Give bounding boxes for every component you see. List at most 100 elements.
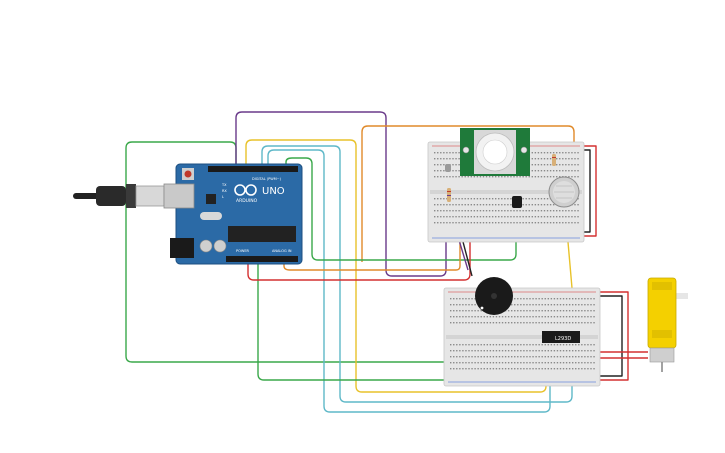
- breadboard-hole: [568, 356, 571, 358]
- breadboard-hole: [456, 344, 458, 346]
- breadboard-hole: [568, 344, 571, 346]
- breadboard-hole: [440, 198, 442, 200]
- breadboard-hole: [476, 216, 479, 218]
- resistor-1[interactable]: [447, 188, 451, 202]
- breadboard-hole: [465, 362, 467, 364]
- wire-black-bb-top[interactable]: [584, 149, 591, 233]
- wire-red-bb-top[interactable]: [584, 145, 597, 237]
- breadboard-hole: [492, 362, 495, 364]
- breadboard-hole: [456, 316, 458, 318]
- breadboard-hole: [495, 362, 498, 364]
- usb-cable: [73, 184, 165, 208]
- breadboard-hole: [553, 344, 556, 346]
- breadboard-hole: [523, 362, 525, 364]
- breadboard-hole: [507, 198, 509, 200]
- breadboard-hole: [571, 222, 573, 224]
- resistor-2[interactable]: [552, 154, 556, 166]
- breadboard-hole: [568, 176, 570, 178]
- wire-orange[interactable]: [361, 125, 575, 262]
- breadboard-hole: [446, 152, 448, 154]
- arduino-uno-board[interactable]: UNO ARDUINO DIGITAL (PWM~) TX RX L POWER…: [163, 163, 303, 265]
- breadboard-hole: [476, 210, 479, 212]
- breadboard-hole: [522, 204, 524, 206]
- breadboard-hole: [520, 322, 522, 324]
- breadboard-hole: [514, 322, 516, 324]
- breadboard-hole: [514, 356, 516, 358]
- power-analog-header[interactable]: [226, 256, 298, 262]
- motor-driver-chip[interactable]: L293D: [542, 331, 580, 343]
- breadboard-hole: [556, 222, 558, 224]
- breadboard-hole: [486, 344, 488, 346]
- breadboard-hole: [522, 210, 524, 212]
- breadboard-hole: [547, 350, 549, 352]
- breadboard-hole: [587, 368, 589, 370]
- breadboard-bottom[interactable]: [443, 287, 601, 387]
- breadboard-hole: [526, 298, 528, 300]
- breadboard-hole: [501, 176, 503, 178]
- breadboard-hole: [501, 222, 503, 224]
- gas-sensor[interactable]: [548, 176, 580, 208]
- wire-cyan-2[interactable]: [267, 149, 551, 413]
- breadboard-hole: [593, 344, 595, 346]
- wire-yellow[interactable]: [245, 139, 547, 393]
- breadboard-hole: [590, 350, 592, 352]
- breadboard-hole: [476, 176, 479, 178]
- breadboard-hole: [507, 216, 509, 218]
- breadboard-hole: [461, 204, 463, 206]
- transistor[interactable]: [512, 196, 522, 208]
- wire-purple-top[interactable]: [235, 111, 447, 277]
- breadboard-hole: [556, 164, 558, 166]
- breadboard-hole: [501, 344, 504, 346]
- wire-yellow-2[interactable]: [567, 241, 573, 289]
- breadboard-hole: [471, 344, 473, 346]
- breadboard-hole: [549, 170, 552, 172]
- breadboard-hole: [562, 216, 564, 218]
- breadboard-hole: [538, 356, 540, 358]
- breadboard-hole: [547, 344, 549, 346]
- piezo-buzzer[interactable]: [475, 277, 513, 315]
- dc-motor[interactable]: [647, 277, 688, 372]
- wire-black-motor[interactable]: [598, 295, 623, 377]
- breadboard-hole: [437, 216, 439, 218]
- breadboard-hole: [556, 176, 558, 178]
- breadboard-hole: [525, 204, 527, 206]
- breadboard-hole: [528, 210, 530, 212]
- breadboard-hole: [543, 176, 546, 178]
- breadboard-hole: [443, 152, 445, 154]
- wire-red-power[interactable]: [247, 240, 471, 281]
- breadboard-hole: [459, 298, 461, 300]
- breadboard-hole: [529, 304, 531, 306]
- breadboard-hole: [446, 158, 448, 160]
- breadboard-hole: [547, 368, 549, 370]
- led[interactable]: [445, 164, 451, 172]
- breadboard-hole: [543, 198, 546, 200]
- breadboard-hole: [587, 350, 589, 352]
- motor-driver-label: L293D: [555, 336, 571, 342]
- wire-red-motor[interactable]: [598, 291, 629, 381]
- breadboard-hole: [535, 350, 537, 352]
- wire-orange-2[interactable]: [283, 226, 461, 271]
- breadboard-hole: [453, 322, 455, 324]
- breadboard-hole: [474, 344, 476, 346]
- breadboard-hole: [495, 368, 498, 370]
- breadboard-hole: [471, 368, 473, 370]
- breadboard-hole: [480, 310, 482, 312]
- breadboard-hole: [464, 216, 466, 218]
- breadboard-hole: [544, 322, 546, 324]
- breadboard-hole: [456, 362, 458, 364]
- breadboard-hole: [462, 316, 464, 318]
- breadboard-hole: [537, 152, 540, 154]
- breadboard-hole: [544, 356, 546, 358]
- digital-header[interactable]: [208, 166, 298, 172]
- breadboard-hole: [550, 362, 553, 364]
- breadboard-hole: [486, 362, 488, 364]
- breadboard-hole: [550, 316, 553, 318]
- breadboard-hole: [593, 316, 595, 318]
- wire-cyan-1[interactable]: [261, 145, 573, 403]
- wire-green-2[interactable]: [285, 157, 517, 261]
- breadboard-hole: [504, 322, 507, 324]
- breadboard-hole: [581, 304, 583, 306]
- pir-sensor[interactable]: [460, 128, 530, 176]
- breadboard-hole: [477, 344, 479, 346]
- breadboard-hole: [474, 304, 476, 306]
